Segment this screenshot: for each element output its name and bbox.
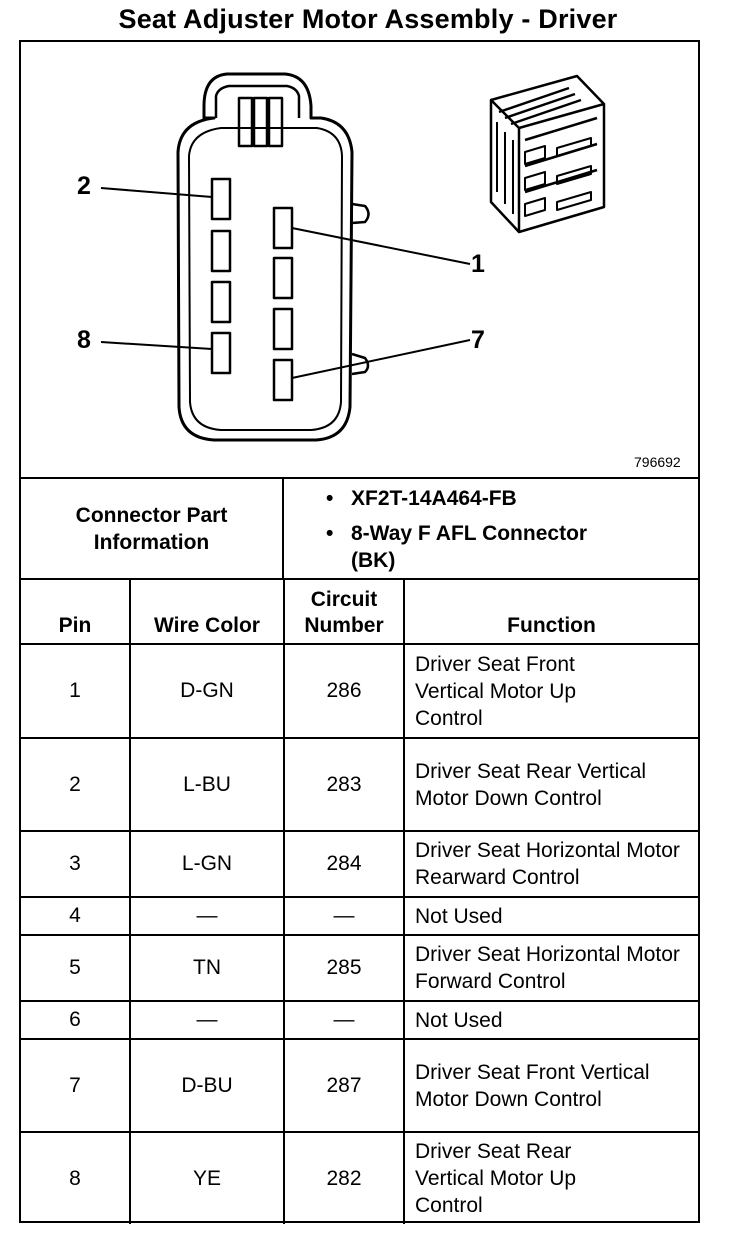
header-circuit-number: Circuit Number	[283, 580, 405, 645]
connector-description: • 8-Way F AFL Connector (BK)	[326, 522, 588, 572]
connector-diagram: 2 1 8 7 796692	[21, 42, 698, 478]
cell-wire-color: L-GN	[129, 830, 285, 898]
cell-wire-color: YE	[129, 1131, 285, 1224]
cell-circuit: 282	[283, 1131, 405, 1224]
bullet-icon: •	[326, 487, 334, 510]
cavity-8	[210, 331, 232, 375]
table-row: 2 L-BU 283 Driver Seat Rear Vertical Mot…	[21, 737, 698, 832]
latch-outline	[214, 84, 301, 118]
table-row: 4 — — Not Used	[21, 896, 698, 936]
cell-wire-color: L-BU	[129, 737, 285, 832]
cell-wire-color: TN	[129, 934, 285, 1002]
header-pin: Pin	[21, 580, 131, 645]
latch-slot-left	[237, 96, 254, 148]
divider	[21, 578, 698, 580]
table-header-row: Pin Wire Color Circuit Number Function	[21, 580, 698, 645]
connector-info-row: Connector Part Information • XF2T-14A464…	[21, 479, 698, 578]
cell-wire-color: D-BU	[129, 1038, 285, 1133]
cell-function: Driver Seat Front Vertical Motor Up Cont…	[403, 643, 698, 739]
cavity-5	[272, 307, 294, 351]
pin-label-8: 8	[77, 326, 91, 354]
leader-line-8	[100, 341, 213, 350]
cell-function: Not Used	[403, 896, 698, 936]
cell-pin: 7	[21, 1038, 131, 1133]
pin-label-2: 2	[77, 172, 91, 200]
cavity-6	[210, 280, 232, 324]
table-row: 1 D-GN 286 Driver Seat Front Vertical Mo…	[21, 643, 698, 739]
table-row: 3 L-GN 284 Driver Seat Horizontal Motor …	[21, 830, 698, 898]
cavity-2	[210, 177, 232, 221]
cell-pin: 4	[21, 896, 131, 936]
cell-pin: 2	[21, 737, 131, 832]
cell-function: Driver Seat Horizontal Motor Forward Con…	[403, 934, 698, 1002]
pin-label-7: 7	[471, 326, 485, 354]
pin-table: Pin Wire Color Circuit Number Function 1…	[21, 580, 698, 1224]
table-row: 6 — — Not Used	[21, 1000, 698, 1040]
connector-face-drawing	[100, 72, 606, 442]
cell-function: Driver Seat Horizontal Motor Rearward Co…	[403, 830, 698, 898]
connector-body-outline	[176, 72, 354, 442]
cell-circuit: —	[283, 1000, 405, 1040]
leader-line-7	[291, 339, 471, 379]
divider	[21, 477, 698, 479]
cell-function: Driver Seat Rear Vertical Motor Up Contr…	[403, 1131, 698, 1224]
cell-pin: 1	[21, 643, 131, 739]
cell-function: Driver Seat Rear Vertical Motor Down Con…	[403, 737, 698, 832]
table-row: 5 TN 285 Driver Seat Horizontal Motor Fo…	[21, 934, 698, 1002]
cavity-1	[272, 206, 294, 250]
bullet-icon: •	[326, 522, 334, 545]
table-row: 8 YE 282 Driver Seat Rear Vertical Motor…	[21, 1131, 698, 1224]
cell-wire-color: —	[129, 1000, 285, 1040]
connector-info-label: Connector Part Information	[75, 503, 228, 554]
connector-part-number: • XF2T-14A464-FB	[326, 487, 517, 510]
cell-wire-color: —	[129, 896, 285, 936]
side-key-bottom	[351, 352, 370, 376]
cell-circuit: 283	[283, 737, 405, 832]
cavity-4	[210, 229, 232, 273]
latch-slot-mid	[252, 96, 269, 148]
connector-3d-view	[489, 74, 606, 234]
figure-id: 796692	[634, 454, 681, 470]
cell-circuit: 285	[283, 934, 405, 1002]
latch-slot-right	[267, 96, 284, 148]
connector-inner-outline	[188, 127, 343, 431]
cavity-3	[272, 256, 294, 300]
cell-function: Driver Seat Front Vertical Motor Down Co…	[403, 1038, 698, 1133]
cell-circuit: 287	[283, 1038, 405, 1133]
cell-wire-color: D-GN	[129, 643, 285, 739]
cell-circuit: —	[283, 896, 405, 936]
header-function: Function	[403, 580, 698, 645]
leader-line-2	[100, 187, 213, 198]
cell-pin: 5	[21, 934, 131, 1002]
cell-pin: 6	[21, 1000, 131, 1040]
side-key-top	[351, 202, 370, 225]
cell-function: Not Used	[403, 1000, 698, 1040]
pin-label-1: 1	[471, 250, 485, 278]
cell-circuit: 284	[283, 830, 405, 898]
page-title: Seat Adjuster Motor Assembly - Driver	[118, 4, 618, 34]
leader-line-1	[291, 227, 471, 265]
cell-circuit: 286	[283, 643, 405, 739]
connector-info-list: • XF2T-14A464-FB • 8-Way F AFL Connector…	[326, 485, 591, 574]
table-row: 7 D-BU 287 Driver Seat Front Vertical Mo…	[21, 1038, 698, 1133]
cell-pin: 3	[21, 830, 131, 898]
divider	[282, 479, 284, 578]
cell-pin: 8	[21, 1131, 131, 1224]
header-wire-color: Wire Color	[129, 580, 285, 645]
cavity-7	[272, 358, 294, 402]
